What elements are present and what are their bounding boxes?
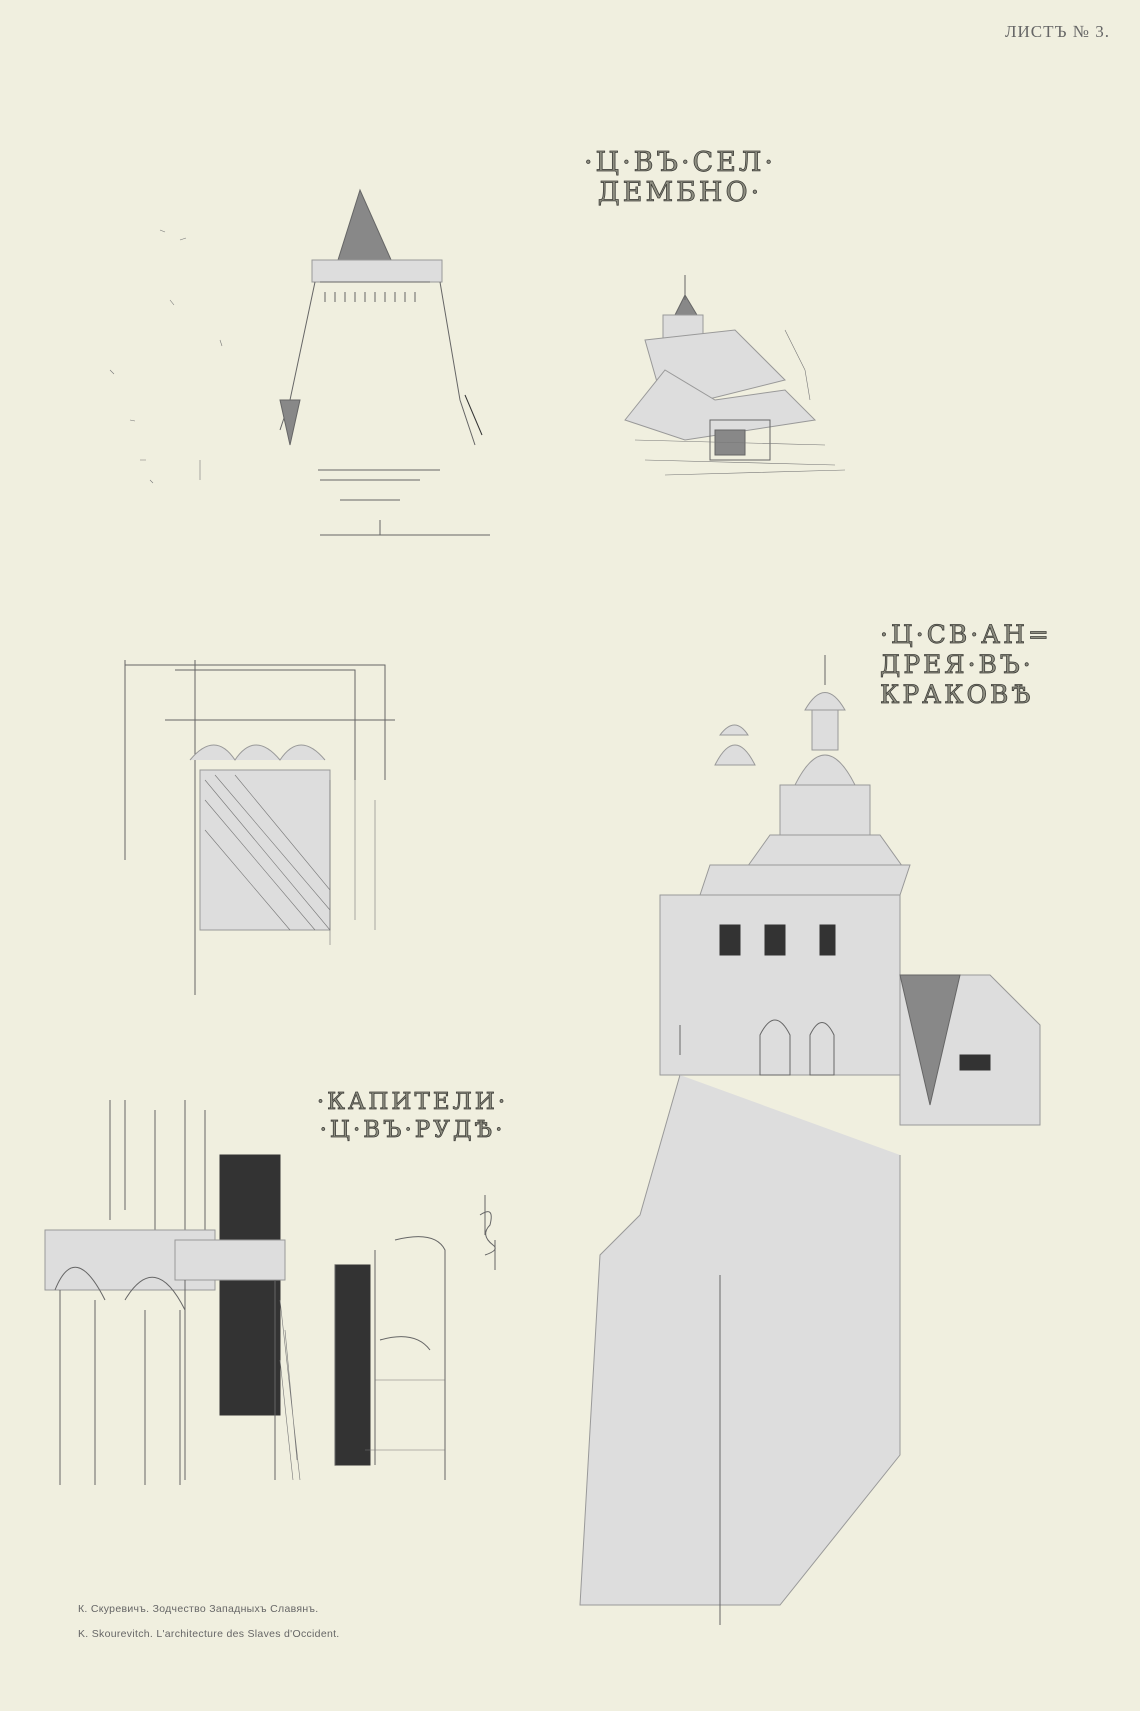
caption-russian: К. Скуревичъ. Зодчество Западныхъ Славян… xyxy=(78,1603,319,1615)
title-krakow: ·Ц·СВ·АН= ДРЕЯ·ВЪ· КРАКОВѢ xyxy=(880,620,1070,710)
title-line: ·Ц·ВЪ·РУДѢ· xyxy=(319,1117,506,1144)
title-dembno: ·Ц·ВЪ·СЕЛ· ДЕМБНО· xyxy=(560,147,800,208)
title-line: ·Ц·ВЪ·СЕЛ· xyxy=(583,147,777,178)
artist-monogram xyxy=(479,1195,496,1270)
sketch-window xyxy=(124,660,395,995)
sketch-capitals xyxy=(44,1100,446,1485)
title-line: КРАКОВѢ xyxy=(880,680,1034,710)
title-line: ·Ц·СВ·АН= xyxy=(880,620,1052,650)
sketch-dembno-church xyxy=(624,275,846,476)
caption-french: K. Skourevitch. L'architecture des Slave… xyxy=(78,1628,340,1640)
title-line: ·КАПИТЕЛИ· xyxy=(316,1089,509,1116)
sketch-dembno-tower xyxy=(109,188,490,536)
title-line: ДЕМБНО· xyxy=(597,177,763,208)
sheet-number: ЛИСТЪ № 3. xyxy=(1004,22,1110,41)
title-line: ДРЕЯ·ВЪ· xyxy=(880,650,1034,680)
title-capitals: ·КАПИТЕЛИ· ·Ц·ВЪ·РУДѢ· xyxy=(305,1088,520,1144)
sketch-krakow-tower xyxy=(579,655,1041,1625)
